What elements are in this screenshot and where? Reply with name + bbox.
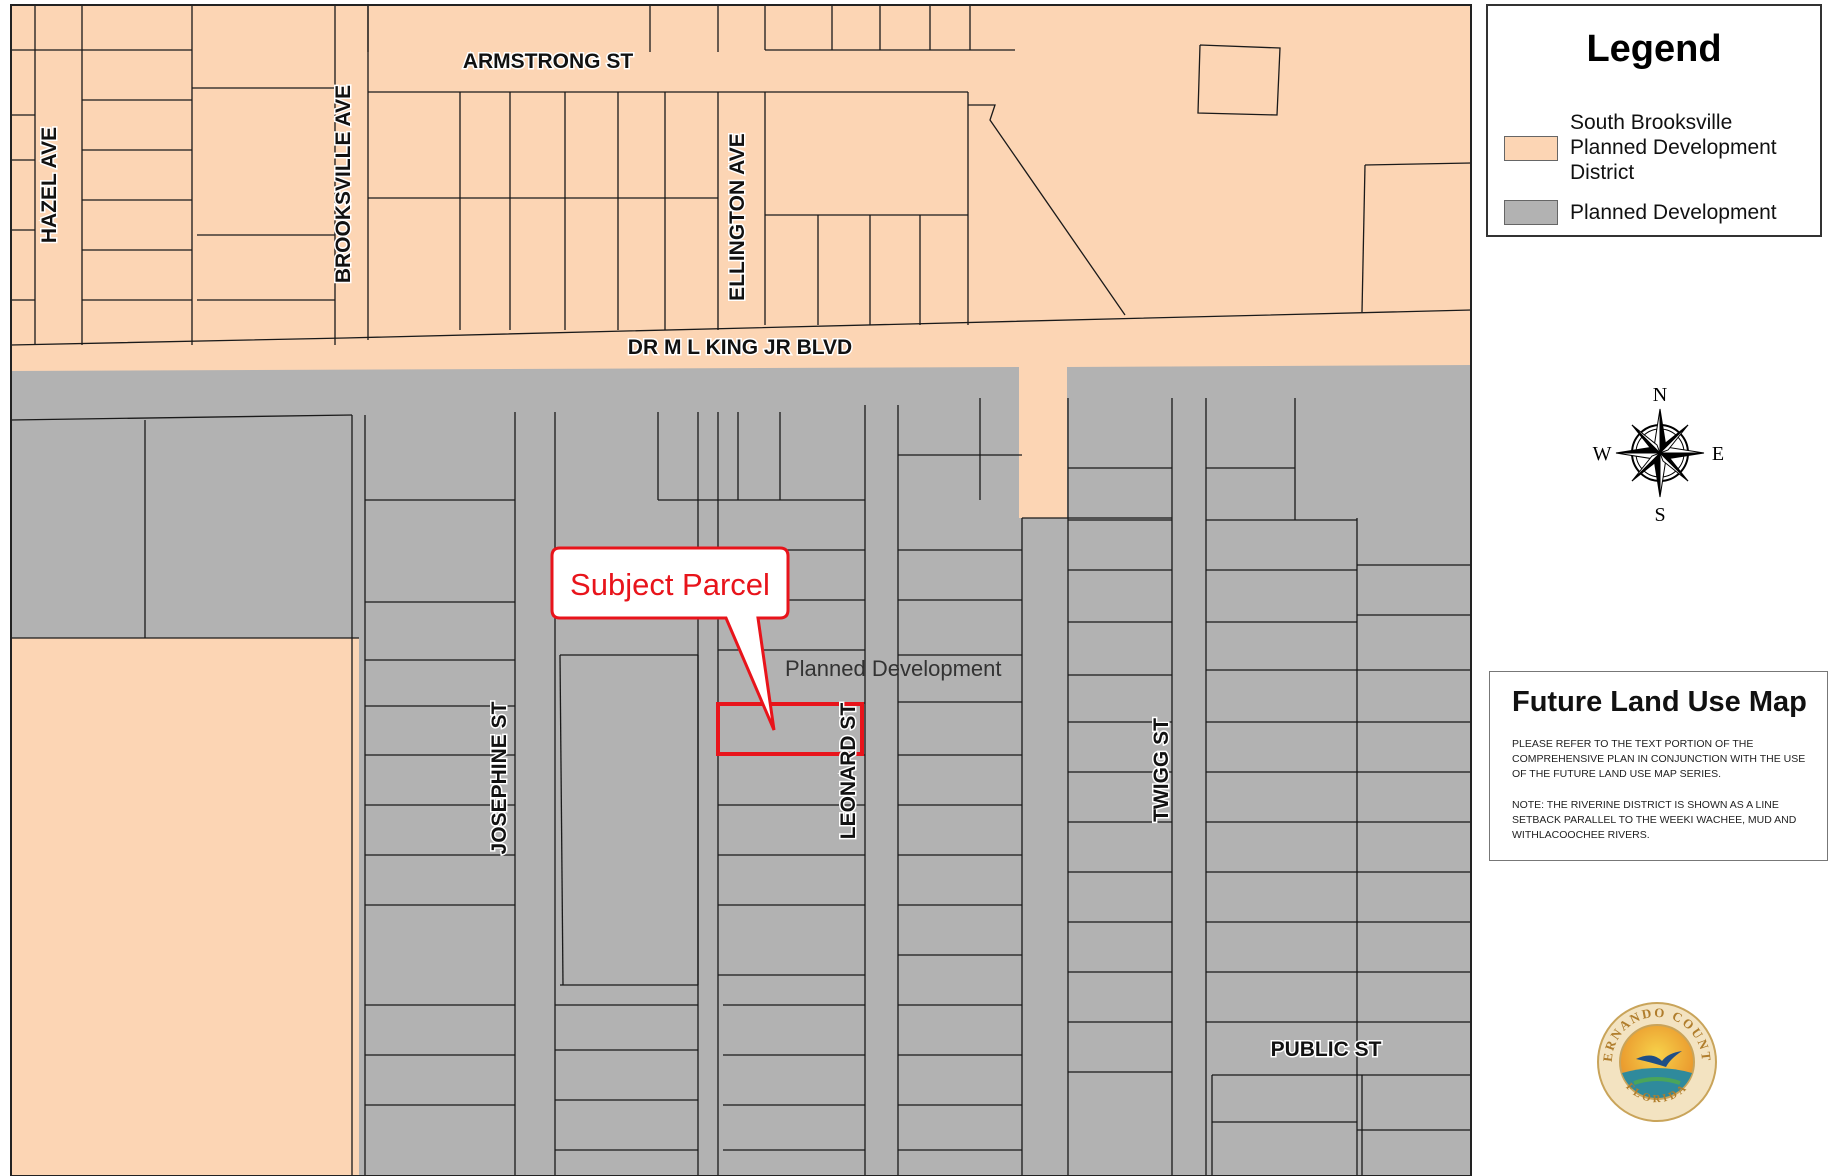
- legend-label-south-brooksville: South Brooksville Planned Development Di…: [1570, 111, 1777, 184]
- future-land-use-map[interactable]: ARMSTRONG ST HAZEL AVE BROOKSVILLE AVE E…: [0, 0, 1475, 1176]
- compass-s: S: [1654, 504, 1665, 526]
- street-label-public: PUBLIC ST: [1271, 1038, 1382, 1061]
- south-brooksville-pd-zone-southwest[interactable]: [11, 638, 359, 1176]
- hernando-county-seal-logo: HERNANDO COUNTY FLORIDA: [1596, 1001, 1717, 1122]
- street-label-mlk-blvd: DR M L KING JR BLVD: [628, 336, 852, 359]
- legend-label-planned-development: Planned Development: [1570, 201, 1777, 224]
- legend-item-south-brooksville: South Brooksville Planned Development Di…: [1504, 110, 1800, 185]
- planned-development-zone[interactable]: [11, 365, 1471, 1176]
- street-label-twigg: TWIGG ST: [1150, 718, 1173, 822]
- info-box-note-2: NOTE: THE RIVERINE DISTRICT IS SHOWN AS …: [1512, 799, 1797, 841]
- compass-e: E: [1712, 443, 1724, 465]
- subject-parcel-label: Subject Parcel: [570, 567, 770, 602]
- info-box-title: Future Land Use Map: [1512, 686, 1807, 718]
- street-label-josephine: JOSEPHINE ST: [488, 701, 511, 854]
- legend-title: Legend: [1586, 28, 1722, 70]
- legend-swatch-planned-development: [1504, 200, 1558, 225]
- street-label-brooksville: BROOKSVILLE AVE: [332, 85, 355, 283]
- parcel-lines: [11, 5, 1471, 1176]
- compass-n: N: [1653, 384, 1667, 406]
- street-label-leonard: LEONARD ST: [837, 703, 860, 840]
- map-frame: [10, 4, 1472, 1176]
- legend-item-planned-development: Planned Development: [1504, 200, 1800, 225]
- legend-panel: Legend South Brooksville Planned Develop…: [1486, 4, 1822, 237]
- future-land-use-info-box: Future Land Use Map PLEASE REFER TO THE …: [1489, 671, 1828, 861]
- street-label-armstrong: ARMSTRONG ST: [463, 50, 634, 73]
- subject-parcel-callout[interactable]: Subject Parcel: [550, 546, 790, 731]
- compass-w: W: [1593, 443, 1612, 465]
- north-arrow-compass-icon: N S E W: [1593, 384, 1725, 526]
- subject-parcel-outline[interactable]: [716, 702, 864, 756]
- planned-development-label: Planned Development: [785, 656, 1001, 681]
- mlk-blvd-right-of-way: [1019, 367, 1067, 518]
- street-label-ellington: ELLINGTON AVE: [726, 133, 749, 301]
- legend-swatch-south-brooksville: [1504, 136, 1558, 161]
- info-box-note-1: PLEASE REFER TO THE TEXT PORTION OF THE …: [1512, 738, 1806, 780]
- south-brooksville-pd-zone-north[interactable]: [11, 5, 1471, 371]
- street-label-hazel: HAZEL AVE: [38, 127, 61, 243]
